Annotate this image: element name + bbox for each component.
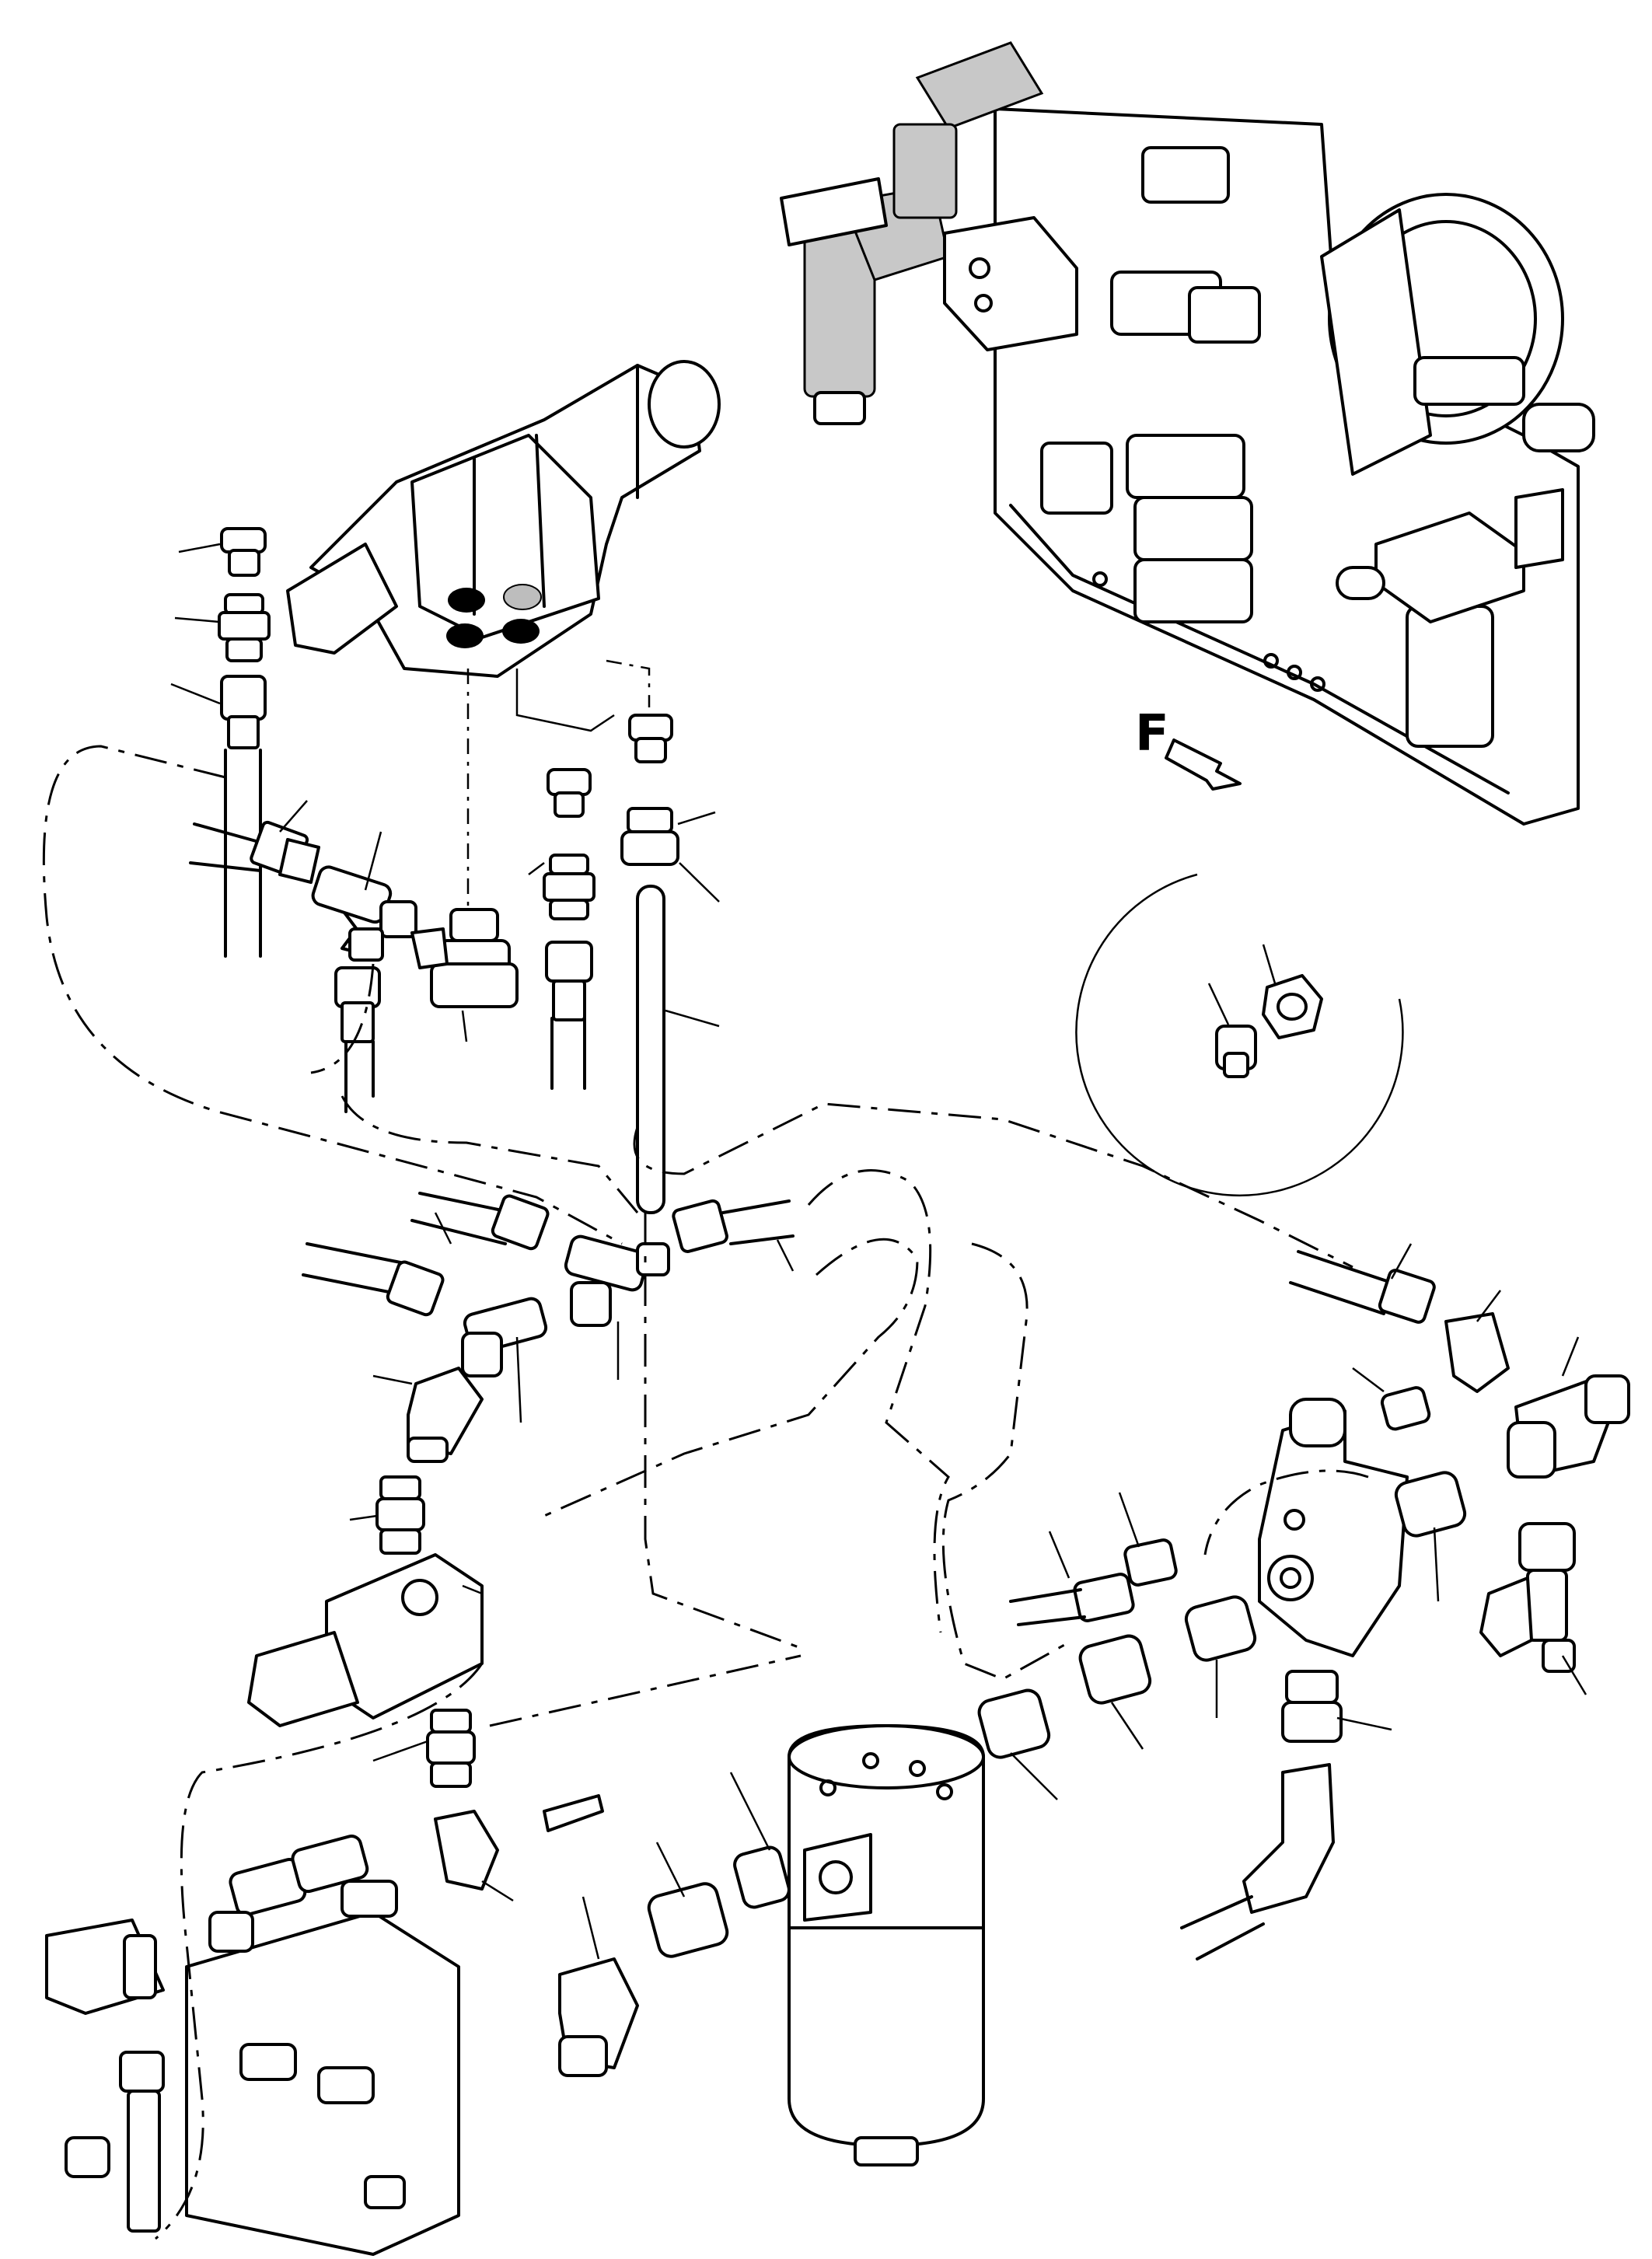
port-t xyxy=(503,584,542,610)
direction-marker-label: F xyxy=(1135,705,1169,763)
port-a xyxy=(446,623,484,648)
fittings-to-filter xyxy=(543,1772,791,2077)
plug-fitting xyxy=(547,768,592,818)
hose-end-fitting xyxy=(334,966,381,1113)
central-hose-junction xyxy=(302,1192,795,1423)
hose-assembly xyxy=(189,800,320,884)
port-b xyxy=(502,619,540,644)
tee-fitting xyxy=(311,831,417,962)
middle-fitting-stack xyxy=(515,659,720,1214)
detail-view xyxy=(1075,873,1404,1197)
right-fittings xyxy=(977,1243,1630,1960)
solenoid-valve xyxy=(1040,146,1525,623)
plug-fitting xyxy=(1215,1025,1257,1078)
plug-fitting xyxy=(220,527,267,577)
adapter-fitting xyxy=(218,593,271,662)
directional-control-valve xyxy=(286,360,721,678)
pipe-routing-lines xyxy=(42,745,1369,2240)
relief-valve-block xyxy=(247,1553,484,1727)
cap-nut xyxy=(1262,974,1323,1039)
direction-marker: F xyxy=(1135,705,1242,791)
port-p xyxy=(448,588,485,613)
tee-fitting xyxy=(564,1234,670,1327)
elbow-fitting xyxy=(434,1810,514,1902)
pressure-switch xyxy=(410,908,519,1042)
hose-end-fitting xyxy=(545,941,593,1021)
left-fitting-stack xyxy=(170,527,271,958)
filter-head-manifold xyxy=(1258,1398,1409,1657)
elbow-fitting xyxy=(372,1367,484,1463)
lower-left-valve-cluster xyxy=(45,1835,460,2256)
adapter-fitting xyxy=(543,854,595,920)
adapter-fitting xyxy=(372,1709,476,1788)
short-tube xyxy=(543,1794,604,1832)
rigid-tube xyxy=(636,885,665,1214)
assembly-overview xyxy=(780,41,1595,826)
hose-end-fitting xyxy=(220,675,267,749)
direction-arrow-icon xyxy=(1165,738,1242,791)
tee-fitting xyxy=(461,1297,548,1377)
adapter-fitting xyxy=(620,807,679,866)
adapter-fitting xyxy=(349,1475,425,1555)
pressure-filter xyxy=(788,1724,985,2166)
plug-fitting xyxy=(628,714,673,763)
